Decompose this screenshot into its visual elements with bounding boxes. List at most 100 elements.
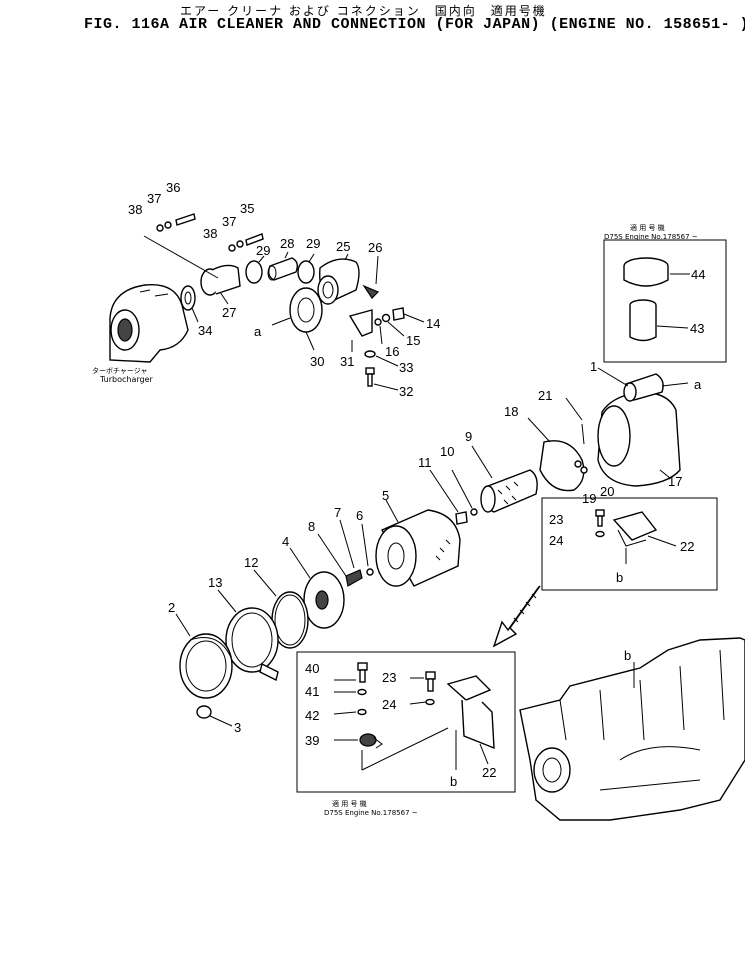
inset-box-top — [603, 239, 727, 363]
inset-top-apply-jp: 適 用 号 機 — [630, 223, 665, 232]
label-16: 16 — [385, 344, 399, 359]
label-22-right: 22 — [680, 539, 694, 554]
label-28: 28 — [280, 236, 294, 251]
label-5: 5 — [382, 488, 389, 503]
label-44: 44 — [691, 267, 705, 282]
part-31-bracket — [348, 309, 373, 352]
turbocharger — [109, 283, 189, 363]
label-32: 32 — [399, 384, 413, 399]
part-4-plate — [289, 547, 345, 629]
part-6-7-nut — [339, 519, 374, 576]
label-1: 1 — [590, 359, 597, 374]
label-42: 42 — [305, 708, 319, 723]
label-9: 9 — [465, 429, 472, 444]
label-43: 43 — [690, 321, 704, 336]
part-34-gasket — [180, 285, 199, 323]
label-8: 8 — [308, 519, 315, 534]
label-33: 33 — [399, 360, 413, 375]
part-39-clip — [359, 727, 449, 771]
ref-a-right: a — [694, 377, 702, 392]
label-15: 15 — [406, 333, 420, 348]
part-21-screw — [565, 397, 585, 445]
engine-outline — [519, 637, 745, 821]
part-29-clamp — [245, 255, 265, 284]
part-19-20-hardware — [574, 460, 588, 474]
label-25: 25 — [336, 239, 350, 254]
label-37: 37 — [147, 191, 161, 206]
part-2-cover — [175, 613, 233, 699]
part-18-band — [527, 417, 585, 492]
part-22-bracket-bottom — [446, 675, 495, 770]
label-14: 14 — [426, 316, 440, 331]
ref-a-top: a — [254, 324, 262, 339]
label-41: 41 — [305, 684, 319, 699]
label-6: 6 — [356, 508, 363, 523]
part-9-element — [471, 445, 538, 513]
label-22-bottom: 22 — [482, 765, 496, 780]
label-31: 31 — [340, 354, 354, 369]
label-24-bottom: 24 — [382, 697, 396, 712]
header-japanese: エアー クリーナ および コネクション 国内向 適用号機 — [180, 4, 547, 18]
label-13: 13 — [208, 575, 222, 590]
part-22-bracket-right — [612, 511, 677, 547]
part-43-element — [629, 299, 689, 342]
inset-top-apply-en: D75S Engine No.178567 ~ — [604, 233, 698, 241]
label-24-right: 24 — [549, 533, 563, 548]
part-33-32-bolt — [364, 350, 399, 391]
label-38b: 38 — [203, 226, 217, 241]
part-3-valve — [196, 705, 233, 727]
part-1-air-cleaner-body — [597, 367, 689, 487]
label-36: 36 — [166, 180, 180, 195]
label-23-bottom: 23 — [382, 670, 396, 685]
part-35-38-hardware — [143, 213, 264, 279]
part-12-o-ring — [253, 569, 309, 649]
part-29b-clamp — [297, 253, 315, 284]
label-37b: 37 — [222, 214, 236, 229]
label-21: 21 — [538, 388, 552, 403]
label-3: 3 — [234, 720, 241, 735]
inset-box-bottom — [296, 651, 516, 793]
label-27: 27 — [222, 305, 236, 320]
inset-bottom-apply-jp: 適 用 号 機 — [332, 799, 367, 808]
part-26-clip — [362, 255, 380, 299]
label-12: 12 — [244, 555, 258, 570]
inset-bottom-apply-en: D75S Engine No.178567 ~ — [324, 809, 418, 817]
hatched-arrow — [492, 585, 541, 648]
part-44-cap — [623, 257, 690, 287]
label-18: 18 — [504, 404, 518, 419]
label-34: 34 — [198, 323, 212, 338]
turbo-label-en: Turbocharger — [99, 375, 154, 384]
part-28-hose — [267, 251, 299, 281]
label-10: 10 — [440, 444, 454, 459]
label-29: 29 — [256, 243, 270, 258]
label-4: 4 — [282, 534, 289, 549]
part-40-41-42-hardware — [357, 662, 368, 716]
label-7: 7 — [334, 505, 341, 520]
label-11: 11 — [418, 455, 432, 470]
part-23-24-bolt-right — [595, 509, 627, 564]
label-39: 39 — [305, 733, 319, 748]
part-16-15-14-hardware — [374, 307, 425, 345]
turbo-label-jp: ターボチャージャ — [92, 366, 147, 375]
label-30: 30 — [310, 354, 324, 369]
part-25-elbow — [317, 253, 360, 305]
part-23-24-bolt-bottom — [425, 671, 436, 706]
part-10-11-nut — [429, 469, 478, 525]
label-40: 40 — [305, 661, 319, 676]
part-30-gasket — [271, 287, 323, 351]
ref-b-engine: b — [624, 648, 631, 663]
label-38: 38 — [128, 202, 142, 217]
label-29b: 29 — [306, 236, 320, 251]
label-23-right: 23 — [549, 512, 563, 527]
ref-b-right-inset: b — [616, 570, 623, 585]
label-17: 17 — [668, 474, 682, 489]
label-20: 20 — [600, 484, 614, 499]
ref-b-bottom-inset: b — [450, 774, 457, 789]
label-35: 35 — [240, 201, 254, 216]
inset-box-right — [541, 497, 718, 591]
figure-title: FIG. 116A AIR CLEANER AND CONNECTION (FO… — [84, 16, 745, 33]
part-8-wing-bolt — [317, 533, 363, 587]
part-13-band — [217, 589, 279, 682]
label-26: 26 — [368, 240, 382, 255]
